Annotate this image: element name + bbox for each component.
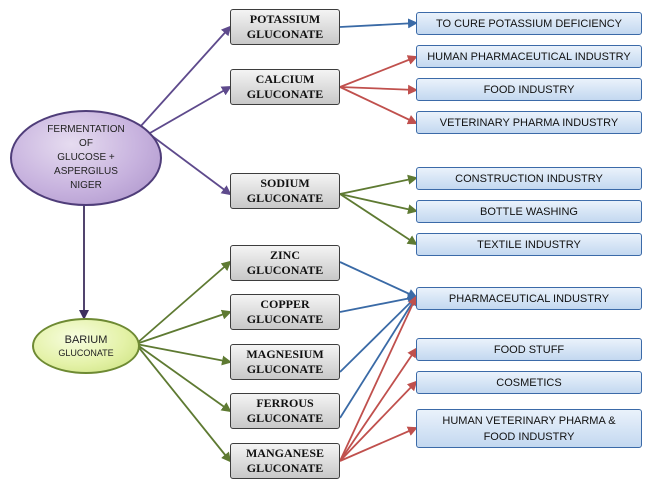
potassium-gluconate-label: POTASSIUM GLUCONATE: [246, 12, 324, 41]
arrow-calcium-veterinary: [339, 86, 418, 125]
calcium-gluconate-box: CALCIUM GLUCONATE: [230, 69, 340, 105]
use-pharmaceutical: PHARMACEUTICAL INDUSTRY: [416, 287, 642, 310]
use-label: CONSTRUCTION INDUSTRY: [455, 172, 603, 185]
use-food-stuff: FOOD STUFF: [416, 338, 642, 361]
calcium-gluconate-label: CALCIUM GLUCONATE: [246, 72, 324, 101]
arrow-barium-copper: [135, 309, 232, 345]
use-label: HUMAN PHARMACEUTICAL INDUSTRY: [427, 50, 631, 63]
fermentation-label: FERMENTATION OF GLUCOSE + ASPERGILUS NIG…: [47, 124, 125, 191]
use-label: PHARMACEUTICAL INDUSTRY: [448, 292, 610, 305]
sodium-gluconate-box: SODIUM GLUCONATE: [230, 173, 340, 209]
arrow-barium-magnesium: [135, 343, 232, 366]
arrow-sodium-bottle: [339, 193, 418, 215]
arrow-zinc-pharmaceutical: [339, 261, 418, 299]
magnesium-gluconate-label: MAGNESIUM GLUCONATE: [246, 347, 324, 376]
use-construction: CONSTRUCTION INDUSTRY: [416, 167, 642, 190]
zinc-gluconate-label: ZINC GLUCONATE: [246, 248, 324, 277]
use-label: VETERINARY PHARMA INDUSTRY: [439, 116, 619, 129]
zinc-gluconate-box: ZINC GLUCONATE: [230, 245, 340, 281]
use-human-pharma: HUMAN PHARMACEUTICAL INDUSTRY: [416, 45, 642, 68]
use-label: BOTTLE WASHING: [480, 205, 578, 218]
arrow-calcium-human-pharma: [339, 55, 418, 88]
use-veterinary-pharma: VETERINARY PHARMA INDUSTRY: [416, 111, 642, 134]
arrow-barium-manganese: [135, 343, 232, 463]
arrow-barium-zinc: [135, 260, 232, 345]
magnesium-gluconate-box: MAGNESIUM GLUCONATE: [230, 344, 340, 380]
use-label: FOOD STUFF: [493, 343, 565, 356]
use-label: TEXTILE INDUSTRY: [477, 238, 581, 251]
fermentation-node: FERMENTATION OF GLUCOSE + ASPERGILUS NIG…: [10, 110, 162, 206]
arrow-potassium-deficiency: [339, 18, 418, 29]
manganese-gluconate-box: MANGANESE GLUCONATE: [230, 443, 340, 479]
arrow-manganese-pharmaceutical: [339, 295, 418, 462]
copper-gluconate-label: COPPER GLUCONATE: [246, 297, 324, 326]
use-label: FOOD INDUSTRY: [483, 83, 575, 96]
arrow-calcium-food: [339, 84, 418, 95]
use-label: COSMETICS: [496, 376, 562, 389]
barium-gluconate-node: BARIUM GLUCONATE: [32, 318, 140, 374]
arrow-ferrous-pharmaceutical: [339, 295, 418, 419]
copper-gluconate-box: COPPER GLUCONATE: [230, 294, 340, 330]
arrow-copper-pharmaceutical: [339, 293, 418, 313]
use-potassium-deficiency: TO CURE POTASSIUM DEFICIENCY: [416, 12, 642, 35]
arrow-manganese-human-vet-food: [339, 426, 418, 462]
arrow-manganese-cosmetics: [339, 380, 418, 462]
use-cosmetics: COSMETICS: [416, 371, 642, 394]
ferrous-gluconate-box: FERROUS GLUCONATE: [230, 393, 340, 429]
use-label: HUMAN VETERINARY PHARMA & FOOD INDUSTRY: [442, 414, 616, 443]
sodium-gluconate-label: SODIUM GLUCONATE: [246, 176, 324, 205]
arrow-source-potassium: [139, 25, 232, 128]
ferrous-gluconate-label: FERROUS GLUCONATE: [246, 396, 324, 425]
arrow-sodium-construction: [339, 174, 418, 195]
barium-sublabel: GLUCONATE: [58, 347, 114, 358]
arrow-barium-ferrous: [135, 343, 232, 413]
use-bottle-washing: BOTTLE WASHING: [416, 200, 642, 223]
manganese-gluconate-label: MANGANESE GLUCONATE: [245, 446, 324, 475]
use-food-industry: FOOD INDUSTRY: [416, 78, 642, 101]
use-textile: TEXTILE INDUSTRY: [416, 233, 642, 256]
arrow-source-calcium: [149, 86, 232, 134]
use-human-vet-food: HUMAN VETERINARY PHARMA & FOOD INDUSTRY: [416, 409, 642, 448]
arrow-magnesium-pharmaceutical: [339, 295, 418, 373]
arrow-sodium-textile: [339, 193, 418, 246]
arrow-manganese-foodstuff: [339, 347, 418, 462]
potassium-gluconate-box: POTASSIUM GLUCONATE: [230, 9, 340, 45]
use-label: TO CURE POTASSIUM DEFICIENCY: [435, 17, 622, 30]
barium-label: BARIUM: [64, 333, 108, 346]
